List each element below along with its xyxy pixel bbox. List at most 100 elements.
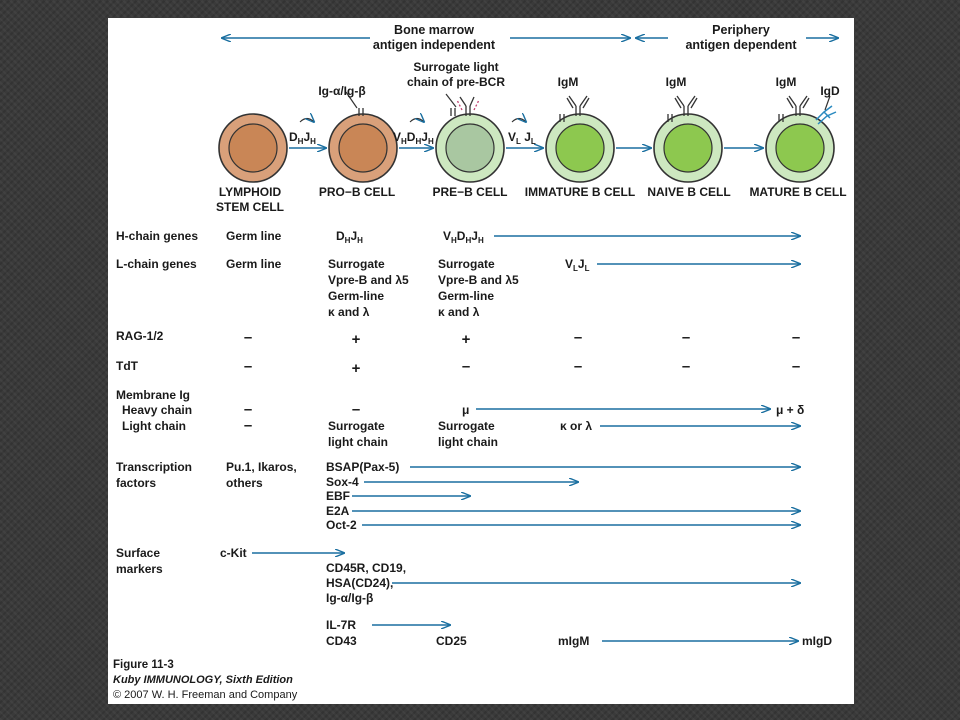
heavy-pre: μ [462, 403, 469, 417]
bone-marrow-label: Bone marrow [394, 23, 474, 37]
rearr-vdj: VHDHJH [393, 130, 434, 146]
row-label-tdt: TdT [116, 359, 139, 373]
rag-immature: – [574, 329, 582, 346]
cell-name-mature: MATURE B CELL [749, 185, 846, 199]
h-chain-pre: VHDHJH [443, 229, 484, 245]
row-label-surface-1: Surface [116, 546, 160, 560]
property-table: H-chain genes Germ line DHJH VHDHJH L-ch… [116, 229, 832, 648]
rag-mature: – [792, 329, 800, 346]
h-chain-stem: Germ line [226, 229, 282, 243]
tf-ebf: EBF [326, 489, 350, 503]
tf-stem-2: others [226, 476, 263, 490]
row-label-membrane-ig: Membrane Ig [116, 388, 190, 402]
igm-label-mature: IgM [776, 75, 797, 89]
surrogate-light-label-2: chain of pre-BCR [407, 75, 505, 89]
light-pro-1: Surrogate [328, 419, 385, 433]
cell-naive-b [653, 95, 723, 183]
marker-group-1: CD45R, CD19, [326, 561, 406, 575]
caption-copyright: © 2007 W. H. Freeman and Company [113, 689, 298, 701]
caption-figure: Figure 11-3 [113, 659, 174, 671]
heavy-stem: – [244, 401, 252, 418]
antigen-independent-label: antigen independent [373, 38, 496, 52]
l-chain-pro-3: Germ-line [328, 289, 384, 303]
igd-label: IgD [820, 84, 840, 98]
tf-bsap: BSAP(Pax-5) [326, 460, 399, 474]
surrogate-light-label-1: Surrogate light [413, 60, 498, 74]
rag-stem: – [244, 329, 252, 346]
h-chain-pro: DHJH [336, 229, 363, 245]
tdt-pro: + [352, 360, 361, 377]
cell-name-pre: PRE−B CELL [432, 185, 507, 199]
cell-name-stem-1: LYMPHOID [219, 185, 282, 199]
periphery-label: Periphery [712, 23, 770, 37]
cell-pro-b [328, 91, 398, 183]
tdt-immature: – [574, 358, 582, 375]
marker-group-2: HSA(CD24), [326, 576, 393, 590]
tdt-mature: – [792, 358, 800, 375]
rag-pre: + [462, 331, 471, 348]
cell-name-immature: IMMATURE B CELL [525, 185, 635, 199]
heavy-pro: – [352, 401, 360, 418]
l-chain-immature: VLJL [565, 257, 590, 273]
light-pre-1: Surrogate [438, 419, 495, 433]
tf-stem-1: Pu.1, Ikaros, [226, 460, 297, 474]
header-label-bg-2 [668, 20, 806, 54]
igm-label-immature: IgM [558, 75, 579, 89]
marker-group-3: Ig-α/Ig-β [326, 591, 373, 605]
tdt-stem: – [244, 358, 252, 375]
igd-receptor [815, 105, 837, 125]
tf-sox4: Sox-4 [326, 475, 359, 489]
cell-mature-b [765, 95, 837, 183]
cell-name-stem-2: STEM CELL [216, 200, 284, 214]
marker-cd43: CD43 [326, 634, 357, 648]
tf-e2a: E2A [326, 504, 350, 518]
rearr-dj: DHJH [289, 130, 316, 146]
row-label-light-chain: Light chain [122, 419, 186, 433]
cell-lymphoid-stem [218, 113, 288, 183]
l-chain-pre-3: Germ-line [438, 289, 494, 303]
tf-oct2: Oct-2 [326, 518, 357, 532]
header-label-bg [370, 20, 510, 54]
row-label-h-chain: H-chain genes [116, 229, 198, 243]
tdt-naive: – [682, 358, 690, 375]
cell-immature-b [545, 95, 615, 183]
heavy-mature: μ + δ [776, 403, 804, 417]
l-chain-pro-2: Vpre-B and λ5 [328, 273, 409, 287]
row-label-rag: RAG-1/2 [116, 329, 164, 343]
row-label-surface-2: markers [116, 562, 163, 576]
marker-ckit: c-Kit [220, 546, 247, 560]
marker-il7r: IL-7R [326, 618, 356, 632]
l-chain-stem: Germ line [226, 257, 282, 271]
ig-alpha-beta-label: Ig-α/Ig-β [318, 84, 365, 98]
l-chain-pre-1: Surrogate [438, 257, 495, 271]
light-stem: – [244, 417, 252, 434]
light-pre-2: light chain [438, 435, 498, 449]
marker-migd: mIgD [802, 634, 832, 648]
l-chain-pro-4: κ and λ [328, 305, 370, 319]
tdt-pre: – [462, 358, 470, 375]
cell-names: LYMPHOID STEM CELL PRO−B CELL PRE−B CELL… [216, 185, 847, 214]
row-label-transcription-2: factors [116, 476, 156, 490]
rearr-vj: VL JL [508, 130, 536, 146]
antigen-dependent-label: antigen dependent [685, 38, 797, 52]
recombination-arrows [299, 119, 526, 123]
table-arrows [252, 236, 800, 641]
rag-pro: + [352, 331, 361, 348]
cell-pre-b [435, 93, 505, 183]
caption-book: Kuby IMMUNOLOGY, Sixth Edition [113, 674, 293, 686]
marker-migm: mIgM [558, 634, 589, 648]
l-chain-pro-1: Surrogate [328, 257, 385, 271]
rag-naive: – [682, 329, 690, 346]
igm-label-naive: IgM [666, 75, 687, 89]
light-pro-2: light chain [328, 435, 388, 449]
row-label-l-chain: L-chain genes [116, 257, 197, 271]
cell-name-naive: NAIVE B CELL [647, 185, 730, 199]
marker-cd25: CD25 [436, 634, 467, 648]
l-chain-pre-4: κ and λ [438, 305, 480, 319]
row-label-transcription-1: Transcription [116, 460, 192, 474]
row-label-heavy-chain: Heavy chain [122, 403, 192, 417]
cell-name-pro: PRO−B CELL [319, 185, 395, 199]
l-chain-pre-2: Vpre-B and λ5 [438, 273, 519, 287]
ig-ab-pointer [345, 91, 358, 109]
